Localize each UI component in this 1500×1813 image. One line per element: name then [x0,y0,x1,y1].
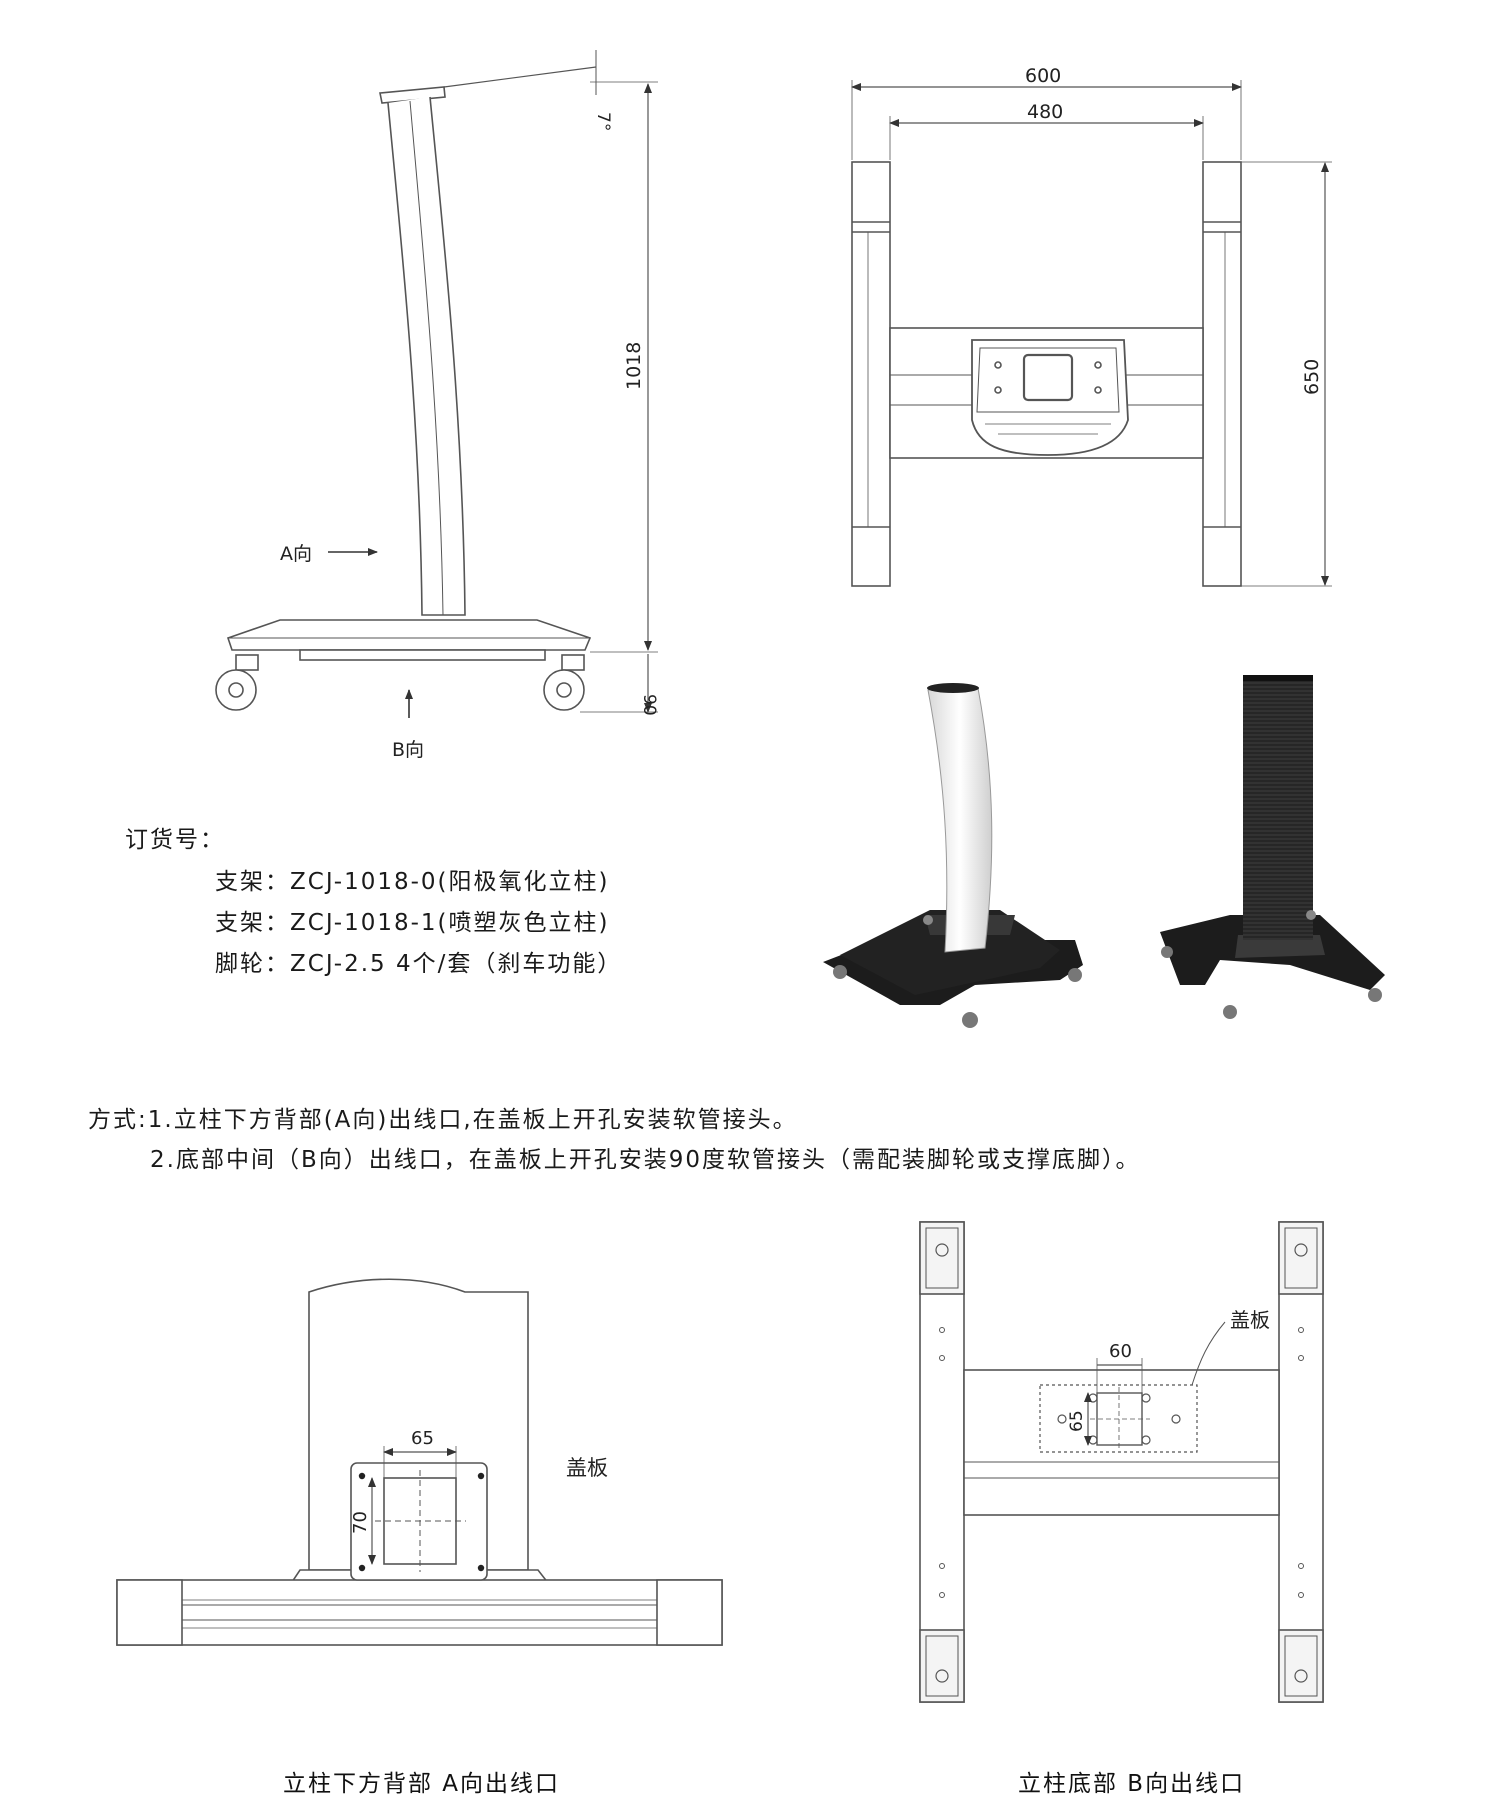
detail-a-width-label: 65 [411,1428,434,1449]
detail-b-endcap-tl [919,1221,965,1295]
base-foot [299,649,546,661]
order-line-bracket-anodized: 支架：ZCJ-1018-0(阳极氧化立柱) [215,869,610,895]
method-line-1: 方式:1.立柱下方背部(A向)出线口,在盖板上开孔安装软管接头。 [88,1107,798,1133]
column-inner-line [409,100,444,616]
width-outer-label: 600 [1025,65,1061,87]
detail-b-endcap-bl [919,1629,965,1703]
base-body [226,619,592,651]
detail-b [919,1221,1324,1703]
detail-a-caption: 立柱下方背部 A向出线口 [283,1771,560,1797]
caster-height-label: 90 [639,694,659,716]
order-number-title: 订货号： [125,827,225,853]
detail-b-cover-plate [1039,1384,1198,1453]
detail-a [116,1278,723,1646]
height-label: 1018 [623,342,645,390]
top-plate [379,86,446,104]
method-line-2: 2.底部中间（B向）出线口，在盖板上开孔安装90度软管接头（需配装脚轮或支撑底脚… [150,1147,1141,1173]
detail-a-cover-label: 盖板 [566,1456,608,1480]
width-inner-label: 480 [1027,101,1063,123]
product-photo-white-column [823,683,1083,1028]
detail-b-cover-label: 盖板 [1230,1308,1270,1332]
detail-a-height-label: 70 [350,1511,371,1534]
caster-left [215,654,259,711]
right-leg [1202,161,1242,587]
direction-a-label: A向 [280,543,312,565]
column-outline [387,96,466,616]
order-line-bracket-powder: 支架：ZCJ-1018-1(喷塑灰色立柱) [215,910,610,936]
angle-label: 7° [593,112,613,131]
caster-right [543,654,585,711]
direction-b-label: B向 [392,739,424,761]
front-cover-window [1022,353,1074,402]
detail-a-crossbar [116,1579,723,1646]
left-leg [851,161,891,587]
order-line-casters: 脚轮：ZCJ-2.5 4个/套（刹车功能） [215,951,623,977]
detail-b-cover-leader [1191,1321,1226,1386]
detail-b-endcap-tr [1278,1221,1324,1295]
front-view [851,80,1332,587]
depth-label: 650 [1301,359,1323,395]
angle-line [443,66,597,88]
side-view [215,50,658,718]
product-photo-black-column [1160,675,1385,1019]
detail-b-width-label: 60 [1109,1341,1132,1362]
detail-b-caption: 立柱底部 B向出线口 [1018,1771,1245,1797]
detail-b-endcap-br [1278,1629,1324,1703]
detail-b-height-label: 65 [1067,1410,1087,1432]
